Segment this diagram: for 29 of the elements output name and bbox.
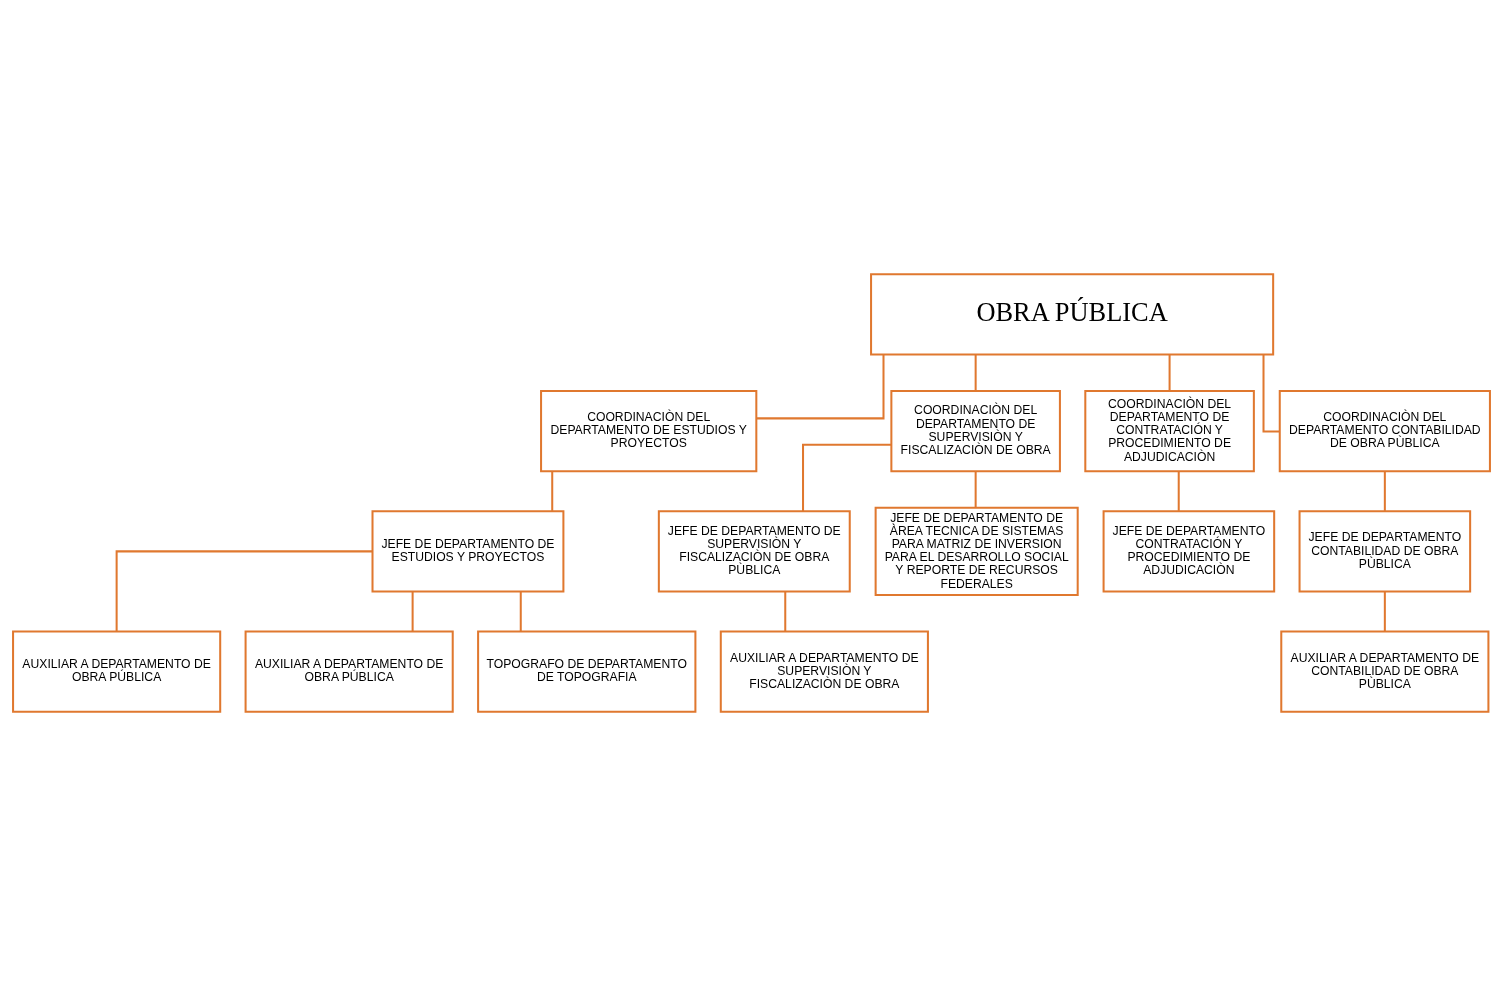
node-box: AUXILIAR A DEPARTAMENTO DE SUPERVISIÒN Y FISCALIZACIÒN DE OBRA [719, 630, 929, 713]
connector [1262, 354, 1279, 433]
connector [1383, 471, 1386, 511]
node-box: OBRA PÚBLICA [869, 273, 1274, 356]
connector [411, 591, 414, 632]
node-box: JEFE DE DEPARTAMENTO DE SUPERVISIÒN Y FISCALIZACIÒN DE OBRA PÙBLICA [657, 510, 851, 593]
connector [550, 471, 553, 511]
connector [783, 591, 786, 632]
node-box: JEFE DE DEPARTAMENTO DE ESTUDIOS Y PROYECTOS [371, 510, 564, 593]
node-box: AUXILIAR A DEPARTAMENTO DE OBRA PÚBLICA [244, 630, 454, 713]
node-box: TOPOGRAFO DE DEPARTAMENTO DE TOPOGRAFIA [476, 630, 696, 713]
node-box: COORDINACIÒN DEL DEPARTAMENTO DE CONTRATACIÓN Y PROCEDIMIENTO DE ADJUDICACIÒN [1083, 389, 1255, 473]
node-box: JEFE DE DEPARTAMENTO CONTRATACIÓN Y PROCEDIMIENTO DE ADJUDICACIÒN [1102, 510, 1275, 593]
node-box: AUXILIAR A DEPARTAMENTO DE OBRA PÚBLICA [11, 630, 221, 713]
connector [1177, 471, 1180, 511]
connector [1168, 354, 1171, 391]
node-box: JEFE DE DEPARTAMENTO CONTABILIDAD DE OBRA PÙBLICA [1298, 510, 1471, 593]
node-box: COORDINACIÒN DEL DEPARTAMENTO DE SUPERVISIÒN Y FISCALIZACIÒN DE OBRA [889, 389, 1061, 473]
connector [519, 591, 522, 632]
node-box: AUXILIAR A DEPARTAMENTO DE CONTABILIDAD DE OBRA PÙBLICA [1279, 630, 1489, 713]
connector [974, 471, 977, 508]
node-box: COORDINACIÒN DEL DEPARTAMENTO DE ESTUDIOS Y PROYECTOS [539, 389, 757, 473]
connector [801, 443, 891, 512]
connector [974, 354, 977, 391]
connector [756, 354, 884, 420]
connector [115, 550, 372, 632]
node-box: COORDINACIÒN DEL DEPARTAMENTO CONTABILIDAD DE OBRA PÙBLICA [1278, 389, 1491, 473]
node-box: JEFE DE DEPARTAMENTO DE ÀREA TECNICA DE SISTEMAS PARA MATRIZ DE INVERSION PARA EL DESARROLLO SOCIAL Y REPORTE DE RECURSOS FEDERALES [874, 506, 1079, 597]
connector [1383, 591, 1386, 632]
